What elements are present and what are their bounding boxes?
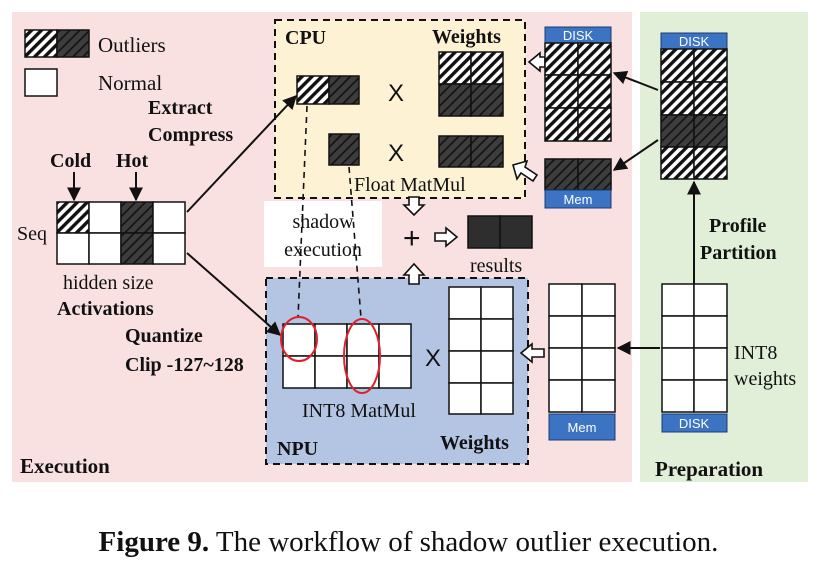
preparation-region-label: Preparation — [655, 457, 763, 481]
legend-outliers-label: Outliers — [98, 33, 166, 57]
cpu-title: CPU — [285, 27, 326, 49]
cpu-weights-label: Weights — [432, 26, 501, 48]
profile-label: Profile — [709, 215, 767, 237]
disk-tag-prep-top-label: DISK — [679, 34, 710, 49]
mem-tag-npu — [548, 413, 616, 441]
hidden-size-label: hidden size — [63, 272, 154, 294]
cpu-activation-row2 — [328, 133, 360, 166]
partitioned-weights — [660, 48, 728, 180]
cpu-weights-row — [438, 135, 504, 168]
extract-label: Extract — [148, 97, 213, 119]
execution-region-label: Execution — [20, 454, 110, 478]
hot-label: Hot — [116, 150, 149, 172]
mem-to-cpu-hollow-arrow — [512, 159, 539, 183]
cold-label: Cold — [50, 150, 91, 172]
mem-tag-cpu-label: Mem — [564, 192, 593, 207]
prep-to-disk-arrow — [612, 71, 659, 91]
legend: Outliers Normal — [24, 29, 166, 97]
compress-label: Compress — [148, 124, 233, 146]
to-results-hollow-arrow — [434, 226, 459, 248]
execution-label: execution — [284, 239, 362, 261]
clip-label: Clip -127~128 — [125, 354, 244, 376]
activation-matrix — [56, 201, 186, 265]
quantize-arrow — [186, 252, 282, 336]
shadow-dash-2 — [348, 166, 362, 319]
results-matrix — [467, 215, 533, 249]
disk-tag-prep-bottom-label: DISK — [679, 416, 710, 431]
results-label: results — [470, 255, 522, 277]
npu-activation-matrix — [282, 323, 412, 389]
cpu-weights-matrix — [438, 51, 504, 117]
prep-to-mem-arrow — [612, 139, 659, 171]
figure-caption: Figure 9. The workflow of shadow outlier… — [0, 526, 817, 559]
cpu-multiply-2: X — [388, 140, 404, 167]
mem-weights-npu — [548, 283, 616, 413]
shadow-label: shadow — [292, 211, 354, 233]
disk-tag-prep-bottom — [661, 413, 728, 433]
cpu-down-hollow-arrow — [402, 196, 426, 217]
mem-to-npu-hollow-arrow — [519, 342, 545, 364]
mem-tag-npu-label: Mem — [568, 420, 597, 435]
npu-up-hollow-arrow — [402, 262, 426, 285]
activations-label: Activations — [57, 298, 154, 320]
npu-title: NPU — [277, 438, 318, 460]
disk-weights-cpu — [544, 42, 612, 142]
float-matmul-label: Float MatMul — [354, 174, 466, 196]
plus-sign: + — [403, 222, 421, 255]
int8-weights-label: weights — [734, 368, 796, 390]
legend-outlier-dark-cell — [56, 29, 90, 58]
int8-weights-disk — [661, 283, 728, 413]
disk-tag-cpu-label: DISK — [563, 28, 594, 43]
seq-label: Seq — [17, 223, 47, 245]
npu-multiply: X — [425, 345, 441, 372]
int8-matmul-label: INT8 MatMul — [302, 400, 416, 422]
caption-text: The workflow of shadow outlier execution… — [209, 526, 719, 558]
int8-label: INT8 — [734, 342, 777, 364]
npu-weights-matrix — [448, 286, 514, 415]
legend-normal-cell — [24, 68, 58, 97]
partition-label: Partition — [700, 242, 777, 264]
cpu-activation-row1 — [296, 75, 360, 105]
legend-normal-label: Normal — [98, 71, 162, 95]
clip-ellipse-1 — [280, 316, 318, 362]
cpu-multiply-1: X — [388, 80, 404, 107]
shadow-execution-box — [264, 201, 382, 267]
caption-label: Figure 9. — [98, 526, 210, 558]
legend-outlier-hatched-cell — [24, 29, 58, 58]
mem-weights-cpu — [544, 158, 612, 191]
quantize-label: Quantize — [125, 325, 203, 347]
extract-arrow — [186, 94, 297, 213]
mem-tag-cpu — [544, 189, 612, 209]
npu-weights-label: Weights — [440, 432, 509, 454]
clip-ellipse-2 — [343, 318, 381, 394]
shadow-dash-1 — [297, 105, 308, 319]
